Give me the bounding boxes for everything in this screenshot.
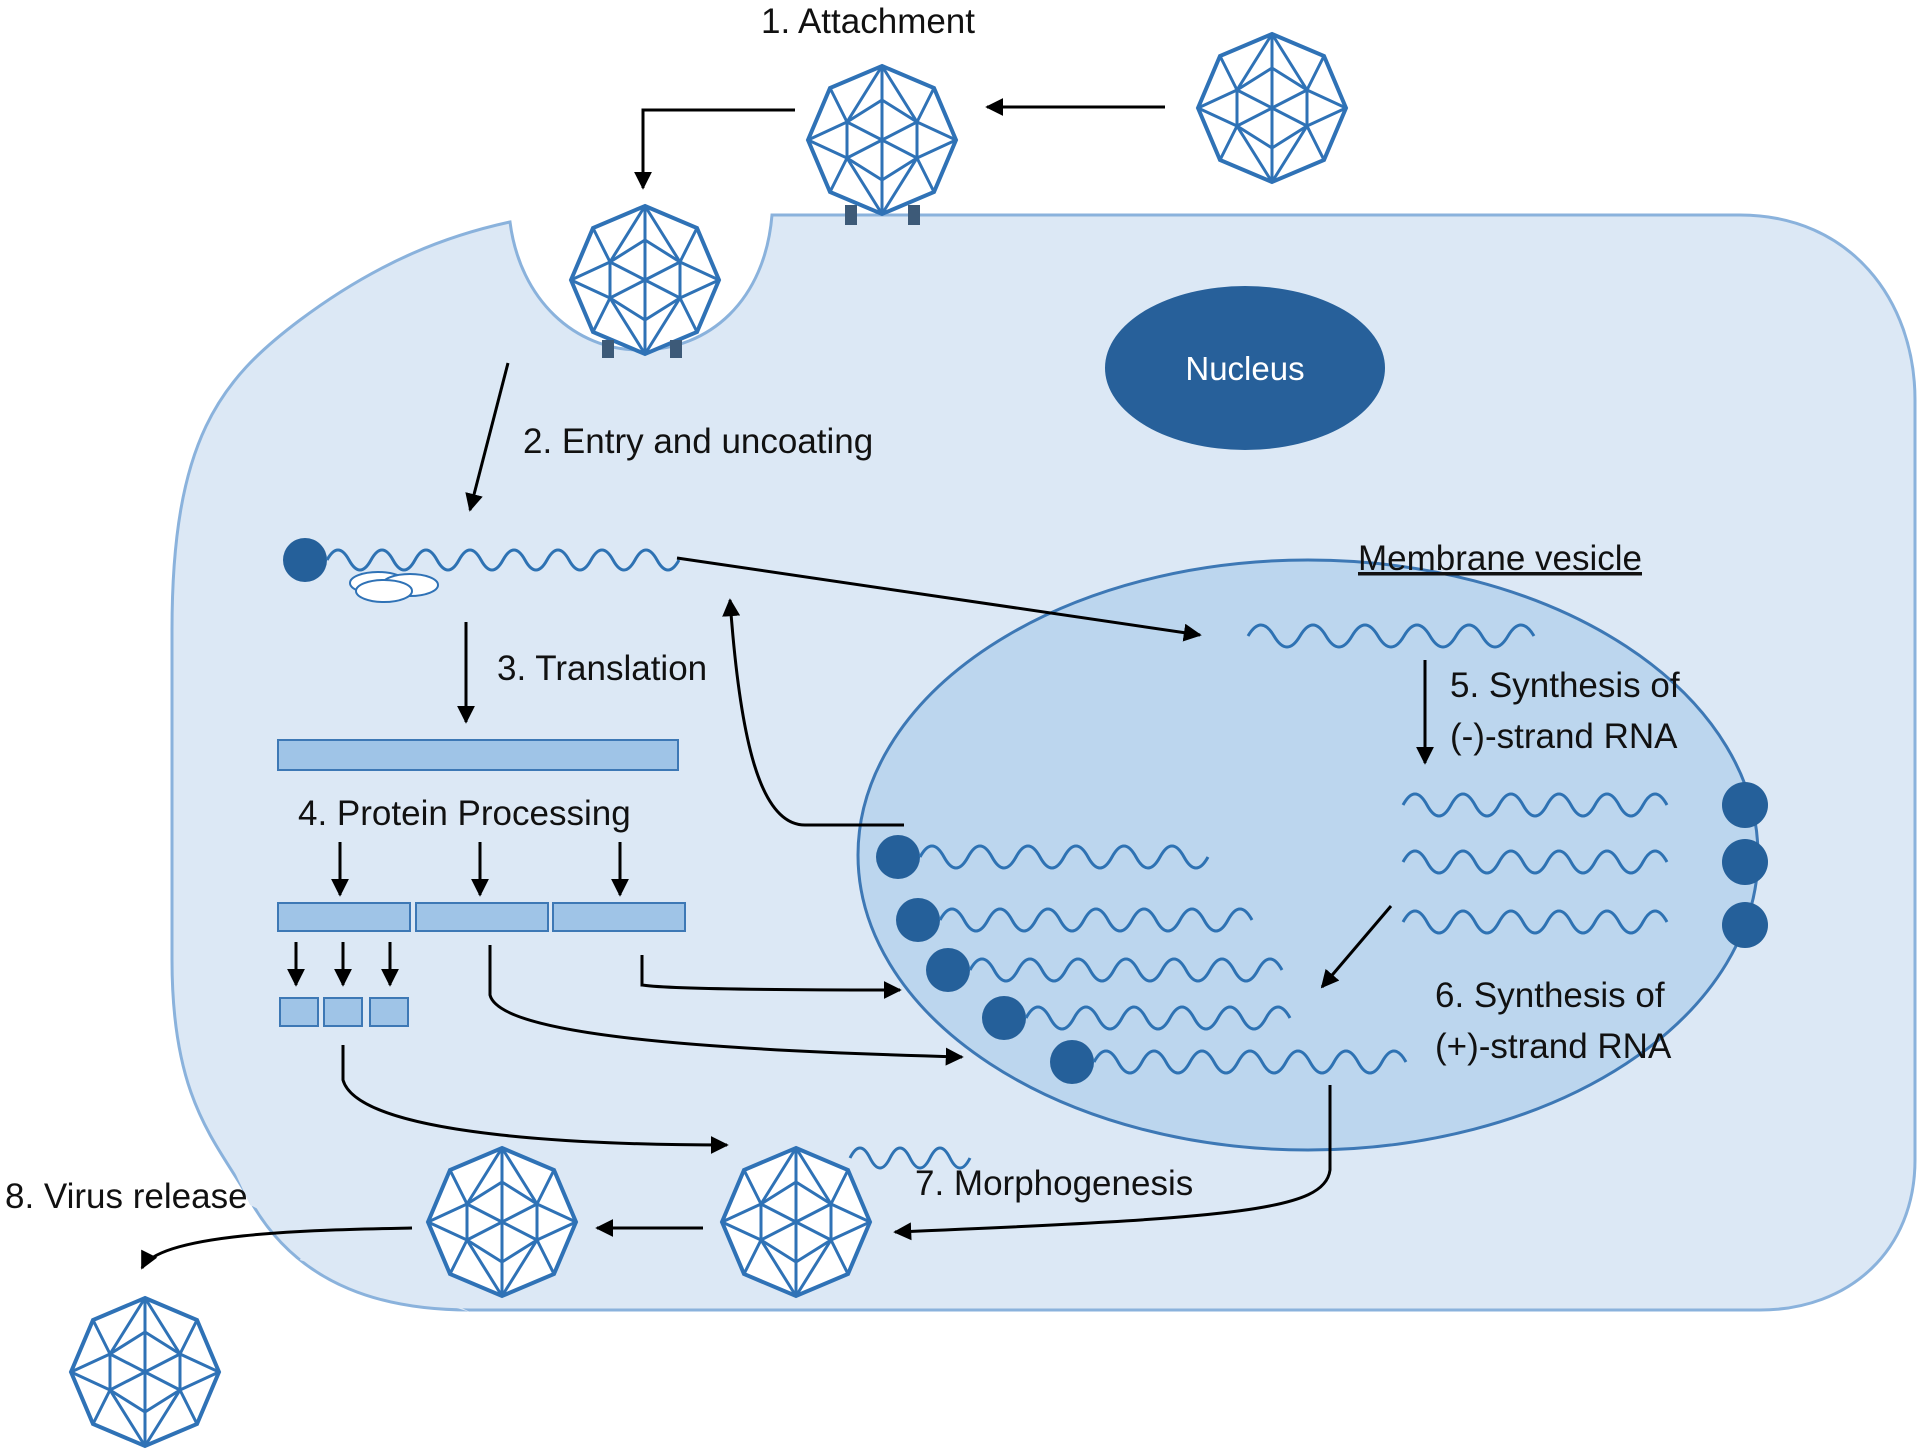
- free-virus-icon: [1196, 32, 1348, 184]
- assembling-virus-icon: [720, 1146, 872, 1298]
- ribosome-icon: [349, 571, 439, 603]
- release-rupture: [220, 1140, 470, 1312]
- step-entry-label: 2. Entry and uncoating: [523, 422, 873, 461]
- membrane-vesicle-label: Membrane vesicle: [1358, 539, 1642, 578]
- step-morphogenesis-label: 7. Morphogenesis: [915, 1164, 1193, 1203]
- processed-protein-bars: [277, 902, 686, 1027]
- attaching-virus-icon: [806, 64, 958, 216]
- nucleus: [1105, 286, 1385, 450]
- genomic-rna-icon: [325, 548, 681, 572]
- packaging-rna-icon: [848, 1146, 972, 1170]
- step-translation-label: 3. Translation: [497, 649, 707, 688]
- minus-strand-rna-group: [1401, 782, 1768, 948]
- polyprotein-bar: [277, 739, 679, 771]
- step-processing-label: 4. Protein Processing: [298, 794, 631, 833]
- step-attachment-label: 1. Attachment: [761, 2, 975, 41]
- receptor-icon: [845, 205, 920, 225]
- step-release-label: 8. Virus release: [5, 1177, 248, 1216]
- template-rna-icon: [1246, 623, 1536, 649]
- released-virus-icon: [69, 1296, 221, 1448]
- mature-virus-icon: [426, 1146, 578, 1298]
- entering-virus-icon: [569, 204, 721, 356]
- nucleus-label: Nucleus: [1185, 350, 1304, 387]
- plus-strand-rna-group: [876, 835, 1408, 1084]
- step-plus-synthesis-label-1: 6. Synthesis of: [1435, 976, 1665, 1015]
- step-minus-synthesis-label-1: 5. Synthesis of: [1450, 666, 1680, 705]
- entry-receptor-icon: [602, 340, 682, 358]
- step-plus-synthesis-label-2: (+)-strand RNA: [1435, 1027, 1672, 1066]
- flow-arrows: [140, 98, 1434, 1270]
- step-minus-synthesis-label-2: (-)-strand RNA: [1450, 717, 1678, 756]
- rna-cap-icon: [283, 538, 327, 582]
